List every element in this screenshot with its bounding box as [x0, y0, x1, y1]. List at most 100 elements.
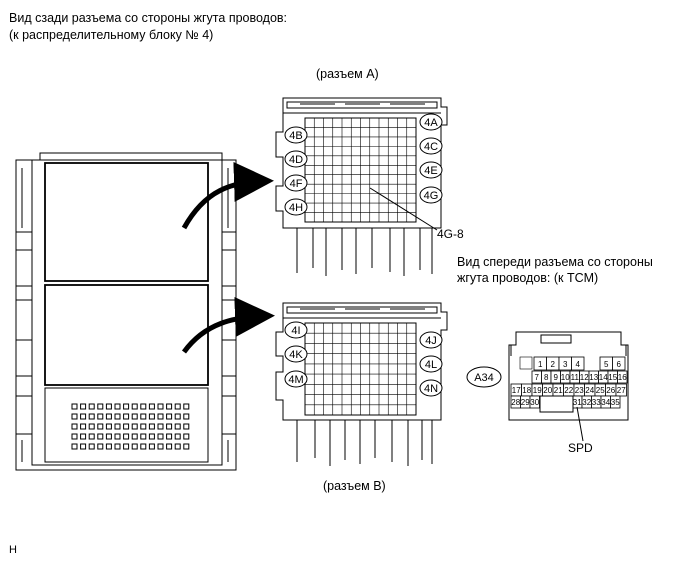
cavity-slot — [88, 413, 95, 420]
cavity-slot — [114, 443, 121, 450]
a34-text: A34 — [474, 372, 494, 384]
tcm-terminal-number: 13 — [589, 373, 598, 382]
tcm-terminal-number: 19 — [533, 386, 542, 395]
cavity-slot — [166, 443, 173, 450]
cavity-slot — [140, 433, 147, 440]
junction-lower-window — [44, 284, 209, 386]
tcm-terminal-cell — [617, 370, 628, 384]
tcm-terminal-number: 5 — [604, 360, 609, 369]
tcm-terminal-number: 35 — [611, 398, 620, 407]
svg-text:4L: 4L — [425, 359, 437, 371]
pin-label-4c: 4C — [419, 137, 443, 155]
svg-text:4N: 4N — [424, 383, 438, 395]
cavity-slot — [88, 433, 95, 440]
rear-view-caption-line1: Вид сзади разъема со стороны жгута прово… — [9, 11, 288, 25]
cavity-slot — [166, 433, 173, 440]
tcm-terminal-cell — [615, 383, 627, 397]
svg-text:4A: 4A — [424, 117, 438, 129]
pin-label-4d: 4D — [284, 150, 308, 168]
cavity-slot — [97, 433, 104, 440]
cavity-slot — [80, 433, 87, 440]
cavity-slot — [114, 413, 121, 420]
cavity-slot — [174, 423, 181, 430]
arrow-to-connector-b — [181, 296, 275, 354]
connector-b-label: (разъем B) — [323, 479, 386, 493]
cavity-slot — [123, 443, 130, 450]
tcm-terminal-number: 17 — [512, 386, 521, 395]
tcm-terminal-number: 25 — [596, 386, 605, 395]
cavity-slot — [97, 413, 104, 420]
tcm-terminal-number: 32 — [582, 398, 591, 407]
tcm-terminal-number: 18 — [522, 386, 531, 395]
pin-label-4m: 4M — [284, 370, 308, 388]
pin-label-4h: 4H — [284, 198, 308, 216]
cavity-slot — [166, 403, 173, 410]
front-view-caption-line1: Вид спереди разъема со стороны — [457, 255, 653, 269]
cavity-slot — [71, 443, 78, 450]
spd-label: SPD — [568, 441, 593, 455]
pin-label-4e: 4E — [419, 161, 443, 179]
cavity-slot — [157, 423, 164, 430]
front-view-caption-line2: жгута проводов: (к TCM) — [457, 271, 599, 285]
arrow-to-connector-a — [181, 161, 274, 230]
tcm-terminal-number: 31 — [573, 398, 582, 407]
pin-label-4a: 4A — [419, 113, 443, 131]
cavity-slot — [157, 403, 164, 410]
cavity-slot — [105, 433, 112, 440]
connector-b-wires — [296, 420, 433, 466]
cavity-slot — [183, 433, 190, 440]
tcm-terminal-number: 2 — [551, 360, 556, 369]
connector-a-wires — [296, 228, 433, 276]
tcm-terminal-number: 34 — [601, 398, 610, 407]
tcm-terminal-cell — [610, 395, 621, 409]
cavity-slot — [183, 443, 190, 450]
tcm-terminal-number: 23 — [575, 386, 584, 395]
cavity-slot — [183, 403, 190, 410]
tcm-terminal-number: 22 — [564, 386, 573, 395]
cavity-slot — [97, 443, 104, 450]
connector-a-top-rail — [286, 101, 438, 109]
cavity-slot — [71, 423, 78, 430]
connector-a-housing — [275, 97, 448, 229]
cavity-slot — [105, 443, 112, 450]
pin-label-4n: 4N — [419, 379, 443, 397]
cavity-slot — [105, 413, 112, 420]
cavity-slot — [148, 443, 155, 450]
cavity-slot — [80, 443, 87, 450]
spd-leader — [576, 406, 584, 442]
cavity-slot — [174, 413, 181, 420]
cavity-slot — [105, 423, 112, 430]
tcm-terminal-number: 8 — [544, 373, 549, 382]
cavity-slot — [80, 413, 87, 420]
cavity-slot — [157, 413, 164, 420]
svg-text:4F: 4F — [290, 178, 303, 190]
svg-text:4J: 4J — [425, 335, 437, 347]
pin-label-4f: 4F — [284, 174, 308, 192]
junction-block-4 — [15, 152, 237, 471]
tcm-terminal-number: 3 — [563, 360, 568, 369]
tcm-terminal-number: 10 — [561, 373, 570, 382]
svg-text:4E: 4E — [424, 165, 437, 177]
cavity-slot — [157, 433, 164, 440]
tcm-terminal-number: 6 — [617, 360, 622, 369]
svg-text:4G: 4G — [424, 190, 439, 202]
junction-bottom-housing — [44, 387, 209, 463]
connector-a-grid — [305, 118, 416, 222]
tcm-terminal-number: 24 — [585, 386, 594, 395]
cavity-slot — [148, 413, 155, 420]
tcm-terminal-number: 11 — [571, 373, 580, 382]
tcm-terminal-number: 4 — [576, 360, 581, 369]
svg-text:4M: 4M — [288, 374, 303, 386]
cavity-slot — [157, 443, 164, 450]
cavity-slot — [80, 423, 87, 430]
cavity-slot — [88, 423, 95, 430]
tcm-terminal-number: 30 — [530, 398, 539, 407]
cavity-slot — [131, 423, 138, 430]
connector-a-label: (разъем A) — [316, 67, 379, 81]
junction-inner-frame — [31, 159, 223, 466]
junction-upper-window — [44, 162, 209, 282]
cavity-slot — [71, 403, 78, 410]
tcm-connector-housing — [508, 331, 629, 421]
